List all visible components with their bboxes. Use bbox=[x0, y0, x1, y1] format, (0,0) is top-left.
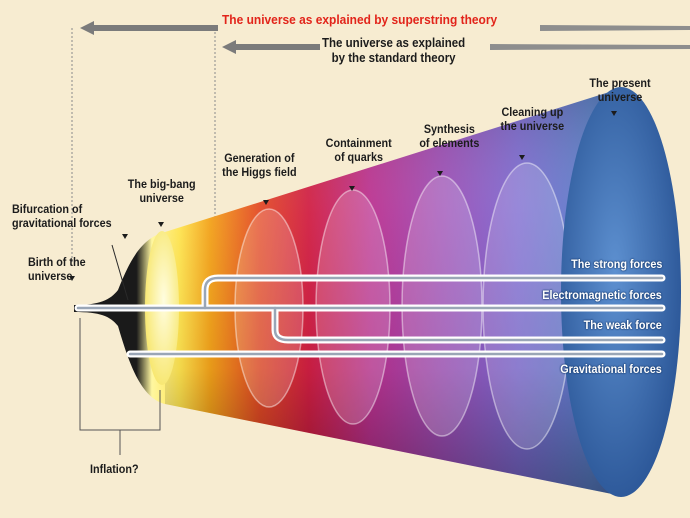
marker-triangle-icon bbox=[69, 111, 617, 281]
weak-force-label: The weak force bbox=[583, 318, 662, 332]
arrow-left-icon bbox=[80, 21, 690, 35]
electromagnetic-forces-label: Electromagnetic forces bbox=[542, 288, 662, 302]
gravitational-forces-label: Gravitational forces bbox=[560, 362, 662, 376]
inflation-label: Inflation? bbox=[90, 462, 139, 476]
present-universe-disc bbox=[561, 87, 681, 497]
strong-forces-label: The strong forces bbox=[570, 257, 662, 271]
force-lines bbox=[74, 274, 666, 358]
arrow-left-icon bbox=[222, 40, 690, 54]
inflation-bracket bbox=[79, 318, 161, 455]
standard-theory-title-line1: The universe as explained bbox=[322, 36, 466, 50]
standard-theory-title-line2: by the standard theory bbox=[331, 51, 456, 65]
standard-theory-title: The universe as explained by the standar… bbox=[322, 36, 465, 66]
superstring-theory-title: The universe as explained by superstring… bbox=[222, 12, 498, 27]
